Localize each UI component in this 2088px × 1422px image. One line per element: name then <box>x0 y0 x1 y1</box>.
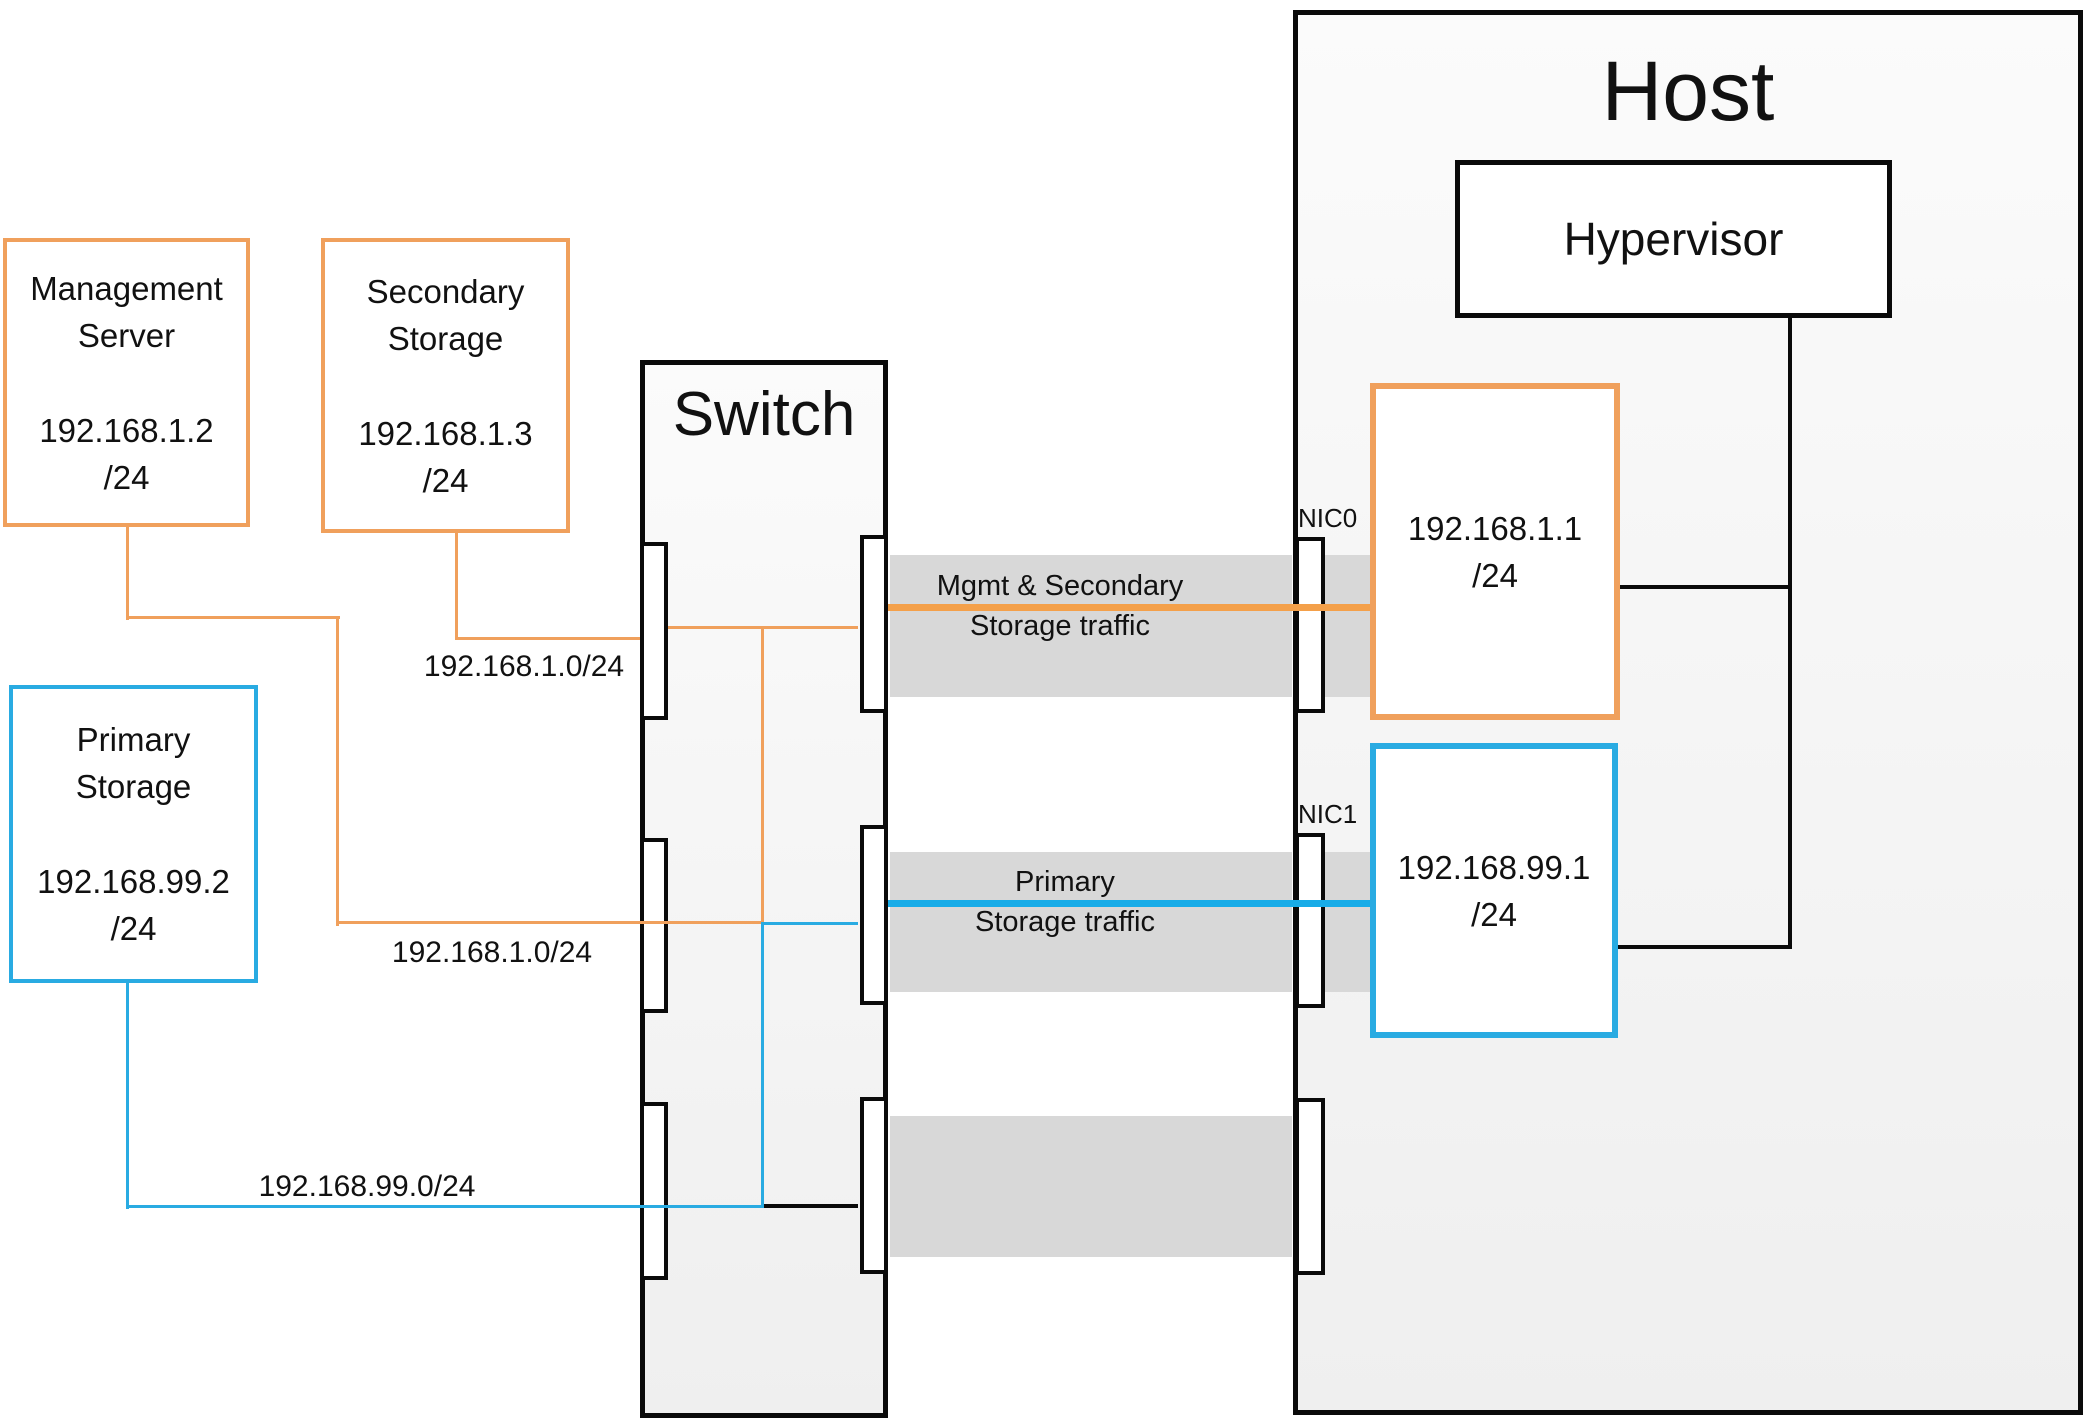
traffic-band-unused <box>890 1116 1292 1257</box>
traffic-label-primary: Primary Storage traffic <box>865 862 1265 942</box>
link-mgmt-drop2 <box>336 616 339 926</box>
traffic-label-mgmt-line1: Mgmt & Secondary <box>936 570 1184 602</box>
secondary-storage-box: Secondary Storage 192.168.1.3 /24 <box>321 238 570 533</box>
nic1-cidr: /24 <box>1471 895 1517 933</box>
link-blue-junction <box>761 922 764 1208</box>
primary-storage-box: Primary Storage 192.168.99.2 /24 <box>9 685 258 983</box>
switch-box: Switch <box>640 360 888 1418</box>
traffic-band-mgmt-host-stub <box>1325 555 1370 697</box>
traffic-label-primary-line1: Primary <box>1015 866 1115 898</box>
management-server-title-line2: Server <box>77 316 176 354</box>
management-server-box: Management Server 192.168.1.2 /24 <box>3 238 250 527</box>
switch-port-left-1 <box>640 542 668 720</box>
management-server-title-line1: Management <box>30 269 223 307</box>
switch-port-left-2 <box>640 838 668 1013</box>
link-mgmt-drop1 <box>126 527 129 620</box>
subnet-label-management: 192.168.1.0/24 <box>391 936 593 969</box>
nic1-ip: 192.168.99.1 <box>1397 848 1591 886</box>
nic0-cidr: /24 <box>1472 556 1518 594</box>
link-primary-run <box>126 1205 764 1208</box>
secondary-storage-title-line1: Secondary <box>366 272 525 310</box>
switch-title: Switch <box>672 380 856 449</box>
host-port-nic0 <box>1295 537 1325 713</box>
management-server-ip: 192.168.1.2 <box>39 411 214 449</box>
host-port-nic1 <box>1295 833 1325 1008</box>
switch-port-right-2 <box>860 825 888 1005</box>
host-port-unused <box>1295 1098 1325 1275</box>
nic1-box: 192.168.99.1 /24 <box>1370 743 1618 1038</box>
link-mgmt-run1 <box>126 616 340 619</box>
host-title: Host <box>1601 44 1775 138</box>
nic0-label: NIC0 <box>1298 503 1358 533</box>
nic1-hypervisor-connector <box>1618 945 1792 949</box>
secondary-storage-cidr: /24 <box>422 461 469 499</box>
primary-storage-cidr: /24 <box>110 910 157 947</box>
mgmt-secondary-traffic-line <box>888 604 1370 611</box>
management-server-cidr: /24 <box>103 458 150 496</box>
traffic-label-mgmt-line2: Storage traffic <box>969 610 1150 642</box>
primary-storage-title-line1: Primary <box>76 721 191 758</box>
subnet-label-primary: 192.168.99.0/24 <box>258 1170 476 1203</box>
traffic-band-primary-host-stub <box>1325 852 1370 992</box>
subnet-label-secondary: 192.168.1.0/24 <box>423 650 625 683</box>
link-secondary-drop <box>455 533 458 640</box>
hypervisor-spine <box>1788 318 1792 949</box>
traffic-band-primary <box>890 852 1292 992</box>
secondary-storage-ip: 192.168.1.3 <box>358 414 533 452</box>
hypervisor-title: Hypervisor <box>1563 213 1784 265</box>
hypervisor-box: Hypervisor <box>1455 160 1892 318</box>
nic0-hypervisor-connector <box>1620 585 1790 589</box>
traffic-band-mgmt <box>890 555 1292 697</box>
link-primary-drop <box>126 983 129 1209</box>
secondary-storage-title-line2: Storage <box>387 319 504 357</box>
link-mgmt-run2 <box>336 921 764 924</box>
primary-traffic-line <box>888 900 1370 907</box>
primary-storage-title-line2: Storage <box>75 768 192 805</box>
primary-storage-ip: 192.168.99.2 <box>37 863 230 900</box>
link-black-inside-switch <box>764 1204 858 1208</box>
nic1-label: NIC1 <box>1298 799 1358 829</box>
link-blue-inside-switch <box>761 922 858 925</box>
traffic-label-primary-line2: Storage traffic <box>974 906 1155 938</box>
switch-port-right-3 <box>860 1097 888 1274</box>
link-orange-junction <box>761 626 764 924</box>
switch-port-right-1 <box>860 535 888 713</box>
nic0-ip: 192.168.1.1 <box>1407 509 1583 547</box>
switch-port-left-3 <box>640 1102 668 1280</box>
traffic-label-mgmt: Mgmt & Secondary Storage traffic <box>860 566 1260 646</box>
link-secondary-run <box>455 637 640 640</box>
nic0-box: 192.168.1.1 /24 <box>1370 383 1620 720</box>
